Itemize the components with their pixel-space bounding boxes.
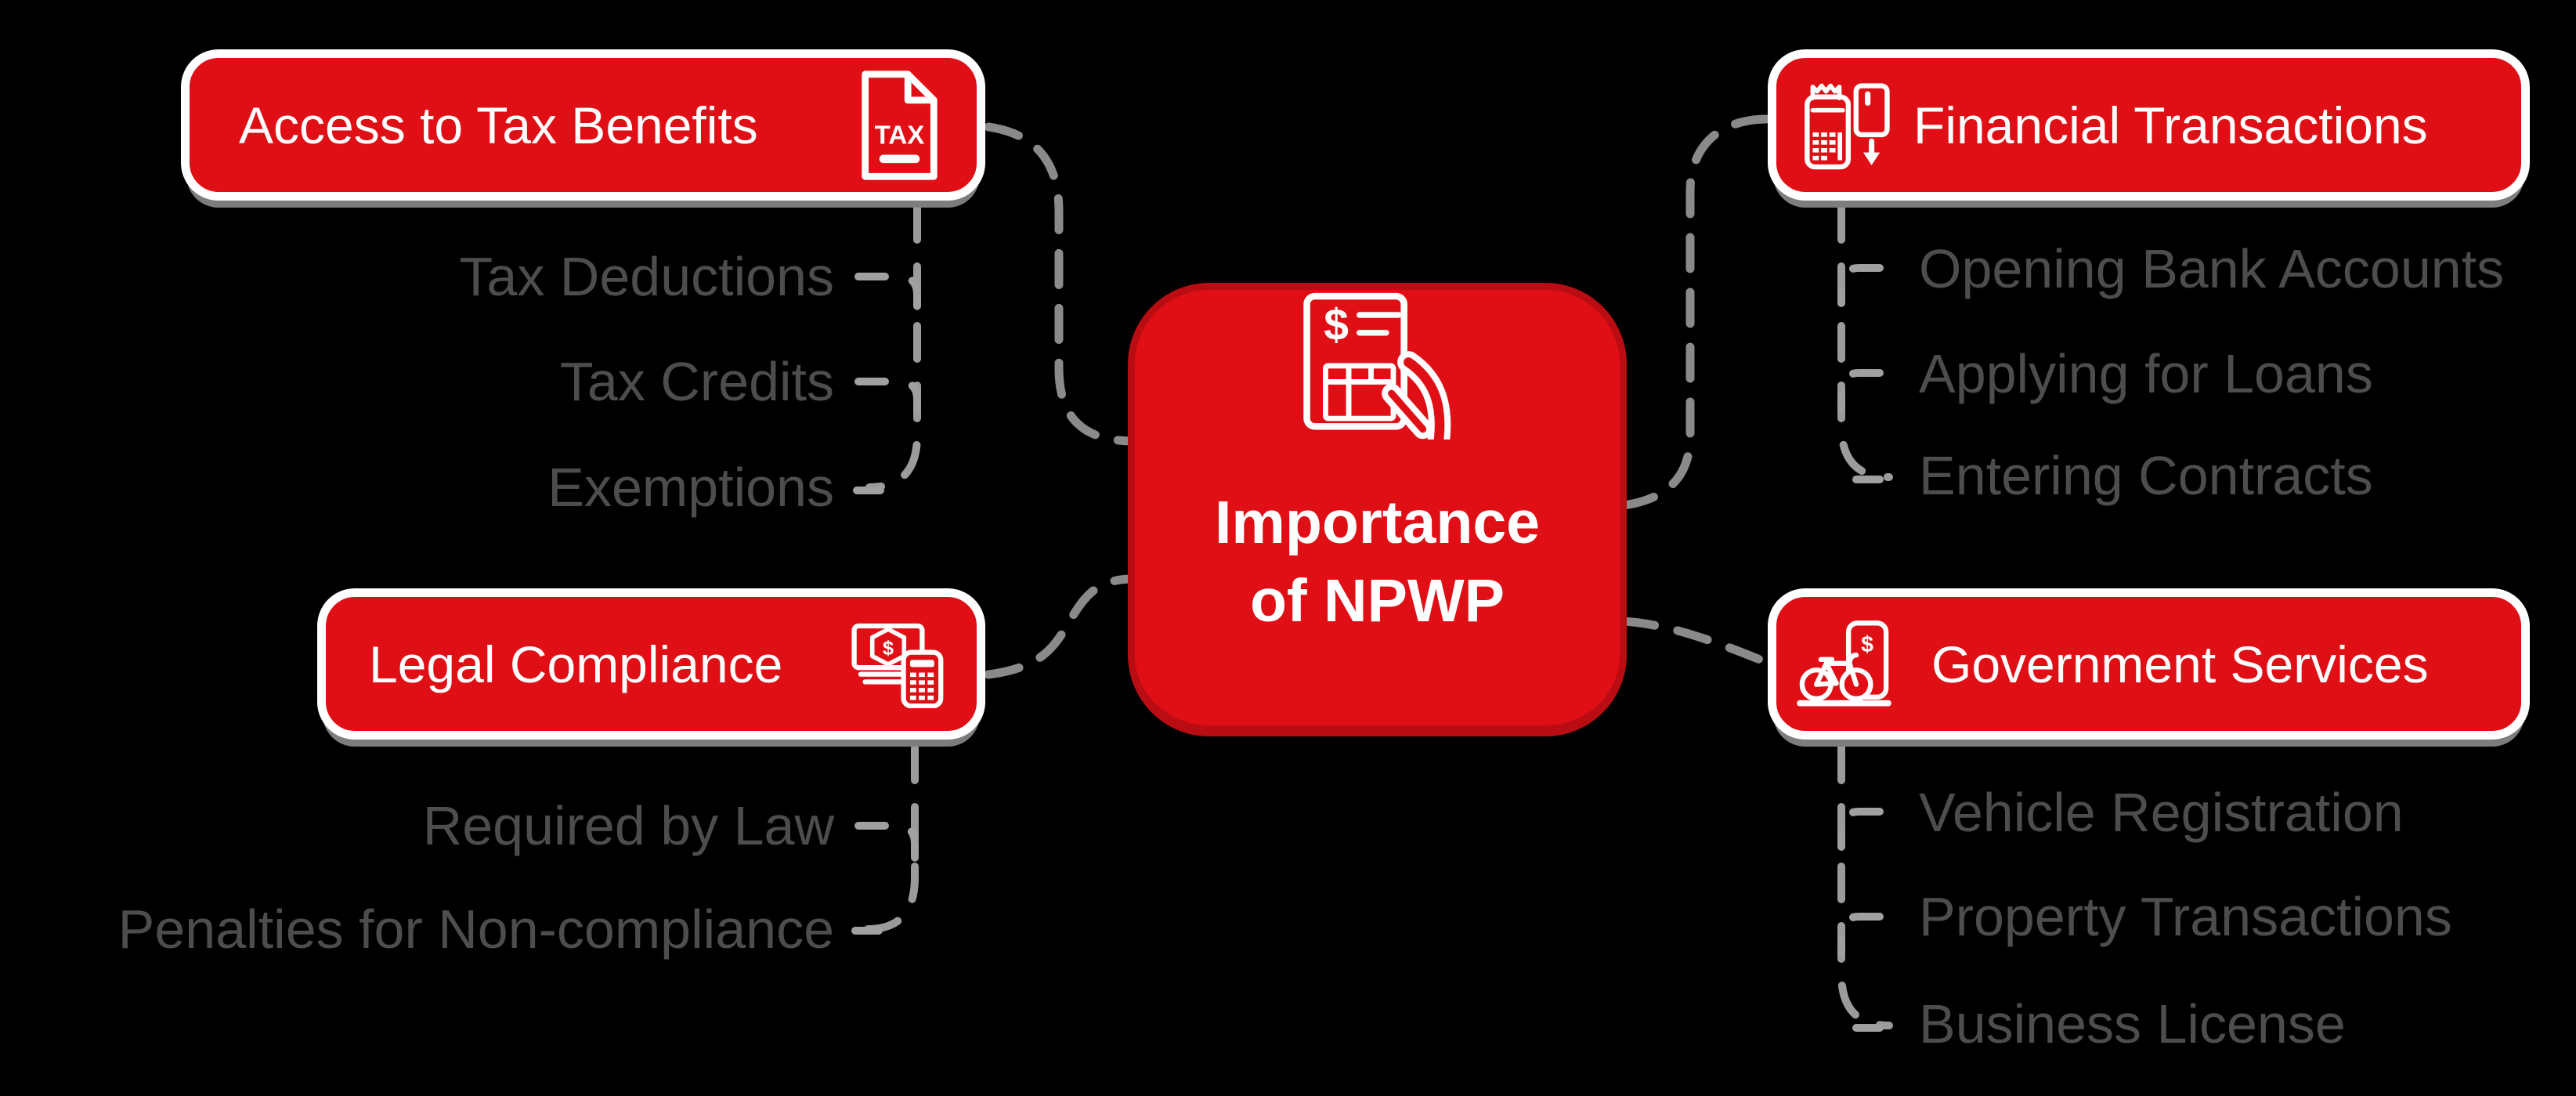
node-label: Financial Transactions [1913, 96, 2428, 154]
bicycle-parking-meter-icon: $ [1797, 620, 1891, 707]
tax-document-icon: TAX [862, 70, 938, 180]
tick-tax-credits [854, 378, 921, 421]
item-property-transactions: Property Transactions [1919, 886, 2452, 947]
tick-applying-for-loans [1837, 369, 1884, 412]
node-government-services: $ Government Services [1768, 588, 2530, 740]
node-label: Government Services [1931, 635, 2429, 693]
calculator-keypad [910, 672, 934, 700]
tick-tax-deductions [854, 273, 921, 316]
node-legal-compliance: Legal Compliance $ [317, 588, 985, 740]
dollar-glyph: $ [1324, 300, 1349, 350]
dollar-glyph: $ [1861, 631, 1873, 657]
connector-center-financial-transactions [1619, 114, 1772, 510]
invoice-hand-icon: $ [1303, 292, 1451, 439]
tick-opening-bank-accounts [1837, 264, 1884, 307]
center-title: Importance of NPWP [1215, 483, 1540, 640]
node-access-to-tax-benefits: Access to Tax Benefits TAX [181, 49, 985, 201]
item-tax-credits: Tax Credits [559, 351, 834, 412]
node-financial-transactions: Financial Transactions [1768, 49, 2530, 201]
node-label: Access to Tax Benefits [239, 96, 758, 154]
tick-vehicle-registration [1837, 808, 1884, 851]
government-services-items-line [1837, 743, 1893, 1029]
tax-benefits-items-line [865, 203, 921, 491]
financial-transactions-items-line [1837, 203, 1893, 481]
money-calculator-icon: $ [851, 623, 944, 708]
tax-glyph: TAX [875, 121, 925, 150]
item-business-license: Business License [1919, 993, 2346, 1054]
item-required-by-law: Required by Law [422, 795, 834, 856]
connector-center-government-services [1619, 617, 1772, 667]
legal-compliance-items-line [864, 743, 919, 933]
item-opening-bank-accounts: Opening Bank Accounts [1919, 238, 2505, 299]
pos-keypad [1812, 132, 1843, 161]
center-title-line1: Importance [1214, 489, 1541, 556]
center-title-line2: of NPWP [1249, 567, 1505, 635]
item-penalties-for-non-compliance: Penalties for Non-compliance [117, 899, 834, 960]
item-tax-deductions: Tax Deductions [459, 246, 834, 307]
item-entering-contracts: Entering Contracts [1919, 445, 2373, 506]
item-exemptions: Exemptions [547, 457, 834, 518]
node-label: Legal Compliance [369, 635, 783, 693]
tick-property-transactions [1837, 913, 1884, 956]
connector-center-tax-benefits [984, 122, 1136, 446]
item-vehicle-registration: Vehicle Registration [1919, 782, 2404, 843]
item-applying-for-loans: Applying for Loans [1919, 343, 2373, 404]
dollar-glyph: $ [883, 637, 894, 659]
pos-terminal-card-icon [1805, 83, 1890, 170]
connector-center-legal-compliance [984, 574, 1136, 679]
tick-required-by-law [854, 822, 919, 865]
center-node-importance-of-npwp: $ Importance of NPWP [1128, 283, 1627, 736]
